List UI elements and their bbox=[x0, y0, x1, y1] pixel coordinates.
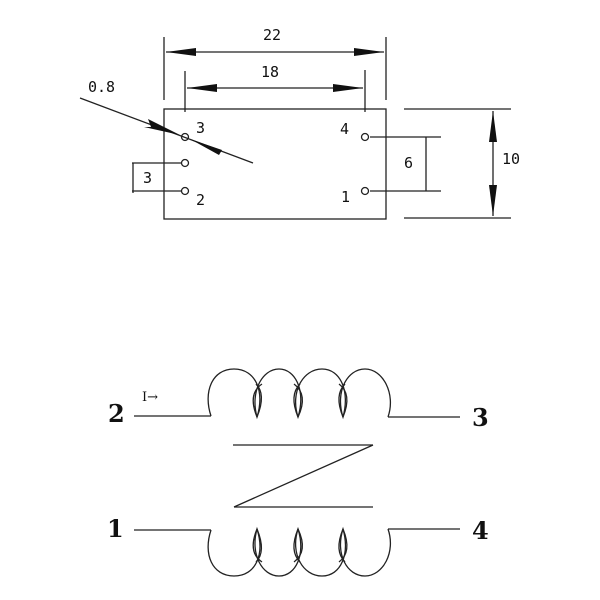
dim-label-10: 10 bbox=[502, 150, 520, 168]
dim-label-3: 3 bbox=[143, 169, 152, 187]
pin-label-3: 3 bbox=[196, 119, 205, 137]
arrowhead bbox=[333, 84, 363, 92]
pin-unused bbox=[180, 158, 190, 168]
terminal-label-3: 3 bbox=[472, 403, 489, 432]
dim-label-6: 6 bbox=[404, 154, 413, 172]
dim-label-18: 18 bbox=[261, 63, 279, 81]
lower-winding bbox=[207, 526, 392, 577]
terminal-label-2: 2 bbox=[108, 399, 125, 428]
arrowhead bbox=[190, 139, 222, 155]
upper-winding bbox=[207, 368, 392, 420]
pin-3 bbox=[180, 132, 190, 142]
terminal-label-4: 4 bbox=[472, 516, 489, 545]
dim-label-0.8: 0.8 bbox=[88, 78, 115, 96]
arrowhead bbox=[144, 119, 180, 135]
common-mode-choke-schematic: 2 3 1 4 I→ bbox=[107, 368, 489, 577]
pin-1 bbox=[360, 186, 370, 196]
core-z-symbol bbox=[233, 444, 374, 508]
package-body bbox=[163, 108, 387, 220]
dim-label-22: 22 bbox=[263, 26, 281, 44]
current-direction-label: I→ bbox=[142, 390, 158, 405]
pin-label-4: 4 bbox=[340, 120, 349, 138]
arrowhead bbox=[187, 84, 217, 92]
pin-4 bbox=[360, 132, 370, 142]
arrowhead bbox=[166, 48, 196, 56]
pin-2 bbox=[180, 186, 190, 196]
arrowhead bbox=[489, 185, 497, 216]
pin-label-2: 2 bbox=[196, 191, 205, 209]
pin-label-1: 1 bbox=[341, 188, 350, 206]
package-outline-drawing: 22 18 0.8 3 2 4 1 3 6 bbox=[79, 26, 520, 220]
arrowhead bbox=[489, 111, 497, 142]
terminal-label-1: 1 bbox=[107, 514, 124, 543]
arrowhead bbox=[354, 48, 384, 56]
